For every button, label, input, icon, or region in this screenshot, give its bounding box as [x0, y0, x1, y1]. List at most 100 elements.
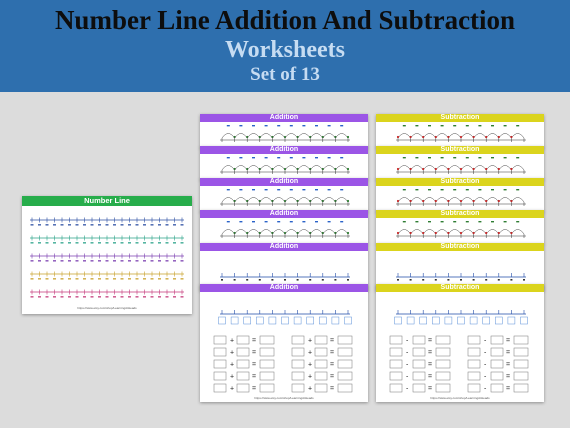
tick-label-mark	[105, 296, 109, 298]
answer-box	[419, 316, 427, 325]
tick-label-mark	[75, 278, 79, 280]
equation-box	[467, 359, 481, 369]
operator-sign: +	[308, 386, 312, 393]
operator-sign: +	[230, 386, 234, 393]
jump-arc	[498, 229, 512, 235]
tick-label-mark	[68, 278, 71, 280]
operator-sign: +	[230, 374, 234, 381]
operator-sign: -	[406, 362, 409, 369]
jump-arc	[272, 229, 286, 235]
jump-arc	[460, 133, 474, 139]
jump-label-mark	[516, 157, 520, 159]
addition-sheet-1-line	[220, 125, 350, 142]
jump-arc	[297, 229, 311, 235]
jump-arc	[422, 197, 437, 203]
jump-label-mark	[516, 189, 520, 191]
tick-label-mark	[150, 242, 154, 244]
jump-arc	[448, 229, 462, 235]
arrow-head	[346, 167, 350, 171]
equals-sign: =	[428, 350, 432, 357]
equation-box	[467, 335, 481, 345]
jump-arc	[435, 229, 449, 235]
answer-box	[457, 316, 465, 325]
tick-label-mark	[447, 279, 450, 281]
equation-box	[513, 335, 529, 345]
tick-label-mark	[128, 296, 131, 298]
tick-label-mark	[158, 242, 161, 244]
jump-arc	[485, 229, 500, 235]
equals-sign: =	[428, 374, 432, 381]
arrow-head	[510, 199, 513, 203]
jump-label-mark	[478, 125, 482, 127]
jump-arc	[284, 197, 298, 203]
tick-label-mark	[45, 242, 49, 244]
jump-arc	[511, 133, 525, 139]
answer-box	[319, 316, 327, 325]
equation-box	[412, 371, 426, 381]
tick-label-mark	[105, 260, 109, 262]
jump-label-mark	[327, 189, 331, 191]
addition-sheet-main: Addition +=+=+=+=+=+=+=+=+=+= https://ww…	[200, 284, 368, 402]
jump-label-mark	[478, 221, 482, 223]
jump-label-mark	[428, 189, 431, 191]
equals-sign: =	[506, 362, 510, 369]
addition-sheet-3-line	[220, 189, 350, 206]
equation-box	[314, 359, 328, 369]
tick-label-mark	[173, 242, 176, 244]
arrow-head	[510, 135, 513, 139]
equation-box	[435, 371, 451, 381]
jump-label-mark	[315, 157, 318, 159]
equals-sign: =	[506, 338, 510, 345]
arrow-head	[409, 231, 412, 235]
jump-label-mark	[402, 189, 406, 191]
equation-box	[435, 347, 451, 357]
jump-label-mark	[239, 189, 243, 191]
operator-sign: -	[406, 350, 409, 357]
tick-label-mark	[98, 224, 101, 226]
arrow-head	[434, 231, 437, 235]
arrow-head	[472, 135, 475, 139]
subtraction-sheet-3: Subtraction	[376, 178, 544, 212]
tick-label-mark	[38, 278, 41, 280]
jump-arc	[234, 133, 248, 139]
arrow-head	[396, 135, 400, 139]
addition-sheet-3-header: Addition	[200, 178, 368, 186]
jump-label-mark	[226, 189, 230, 191]
jump-arc	[448, 133, 462, 139]
equation-box	[291, 347, 305, 357]
equals-sign: =	[428, 338, 432, 345]
subtraction-sheet-2: Subtraction	[376, 146, 544, 180]
equation-box	[467, 347, 481, 357]
jump-label-mark	[453, 125, 457, 127]
tick-label-mark	[90, 260, 94, 262]
tick-label-mark	[75, 296, 79, 298]
tick-label-mark	[75, 224, 79, 226]
arrow-head	[485, 199, 488, 203]
jump-arc	[422, 133, 437, 139]
jump-label-mark	[491, 125, 494, 127]
jump-label-mark	[277, 221, 281, 223]
tick-label-mark	[180, 260, 184, 262]
jump-label-mark	[415, 157, 419, 159]
equals-sign: =	[506, 350, 510, 357]
operator-sign: +	[308, 350, 312, 357]
tick-label-mark	[271, 279, 274, 281]
tick-label-mark	[180, 224, 184, 226]
tick-label-mark	[113, 242, 116, 244]
answer-box	[268, 316, 277, 325]
jump-arc	[246, 197, 261, 203]
jump-arc	[435, 197, 449, 203]
jump-arc	[473, 197, 487, 203]
jump-label-mark	[340, 125, 344, 127]
tick-label-mark	[128, 242, 131, 244]
tick-label-mark	[143, 260, 146, 262]
jump-label-mark	[415, 221, 419, 223]
tick-label-mark	[60, 242, 64, 244]
tick-label-mark	[38, 224, 41, 226]
jump-arc	[309, 133, 324, 139]
subtraction-sheet-4-header: Subtraction	[376, 210, 544, 218]
tick-label-mark	[158, 224, 161, 226]
title-banner: Number Line Addition And Subtraction Wor…	[0, 0, 570, 92]
jump-arc	[435, 133, 449, 139]
tick-label-mark	[150, 260, 154, 262]
